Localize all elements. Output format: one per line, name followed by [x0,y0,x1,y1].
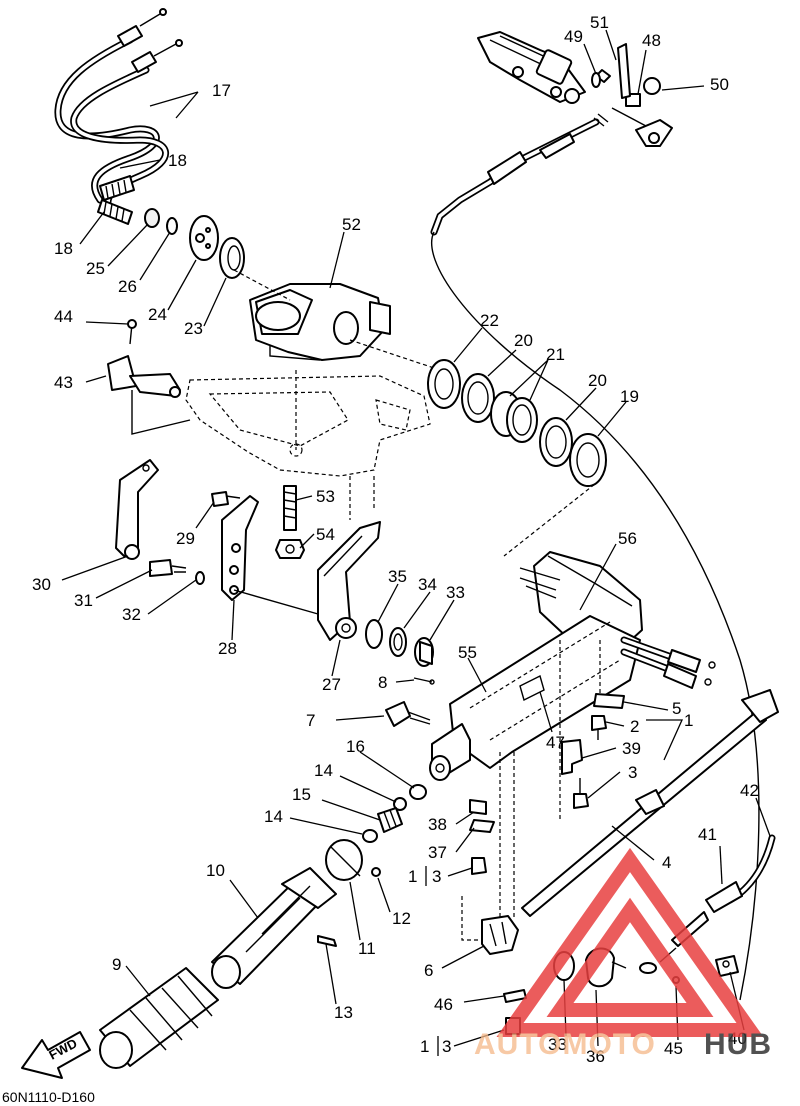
spring-stack-14-16 [362,784,427,843]
callout-18a: 18 [168,151,187,170]
throttle-shaft-4 [521,689,779,977]
callout-56: 56 [618,529,637,548]
callout-42: 42 [740,781,759,800]
watermark-text-left: AUTOMOTO [474,1028,656,1061]
callout-20b: 20 [588,371,607,390]
callout-1a: 1 [684,711,693,730]
fwd-arrow: FWD [21,1031,91,1079]
callout-12: 12 [392,909,411,928]
washers-33-35 [365,619,434,667]
bracket-52 [233,269,441,371]
callout-47: 47 [546,733,565,752]
callout-labels: 51 49 48 50 17 18 18 25 26 24 23 52 44 4… [32,13,759,1066]
callout-50: 50 [710,75,729,94]
callout-37: 37 [428,843,447,862]
callout-23: 23 [184,319,203,338]
tiller-arm-55-56 [429,551,716,920]
callout-27: 27 [322,675,341,694]
callout-33b: 33 [548,1035,567,1054]
callout-17: 17 [212,81,231,100]
callout-52: 52 [342,215,361,234]
callout-41: 41 [698,825,717,844]
leader-lines [61,29,771,1056]
washer-stack-19-22 [427,359,607,557]
callout-35: 35 [388,567,407,586]
small-hardware [385,677,625,809]
grip-assembly-9-13 [99,839,381,1069]
callout-38: 38 [428,815,447,834]
callout-45: 45 [664,1039,683,1058]
callout-51: 51 [590,13,609,32]
callout-46: 46 [434,995,453,1014]
callout-3c: 3 [442,1037,451,1056]
bracket-43-44 [107,319,191,435]
callout-19: 19 [620,387,639,406]
callout-48: 48 [642,31,661,50]
callout-29: 29 [176,529,195,548]
callout-28: 28 [218,639,237,658]
callout-32: 32 [122,605,141,624]
watermark: AUTOMOTO HUB [474,847,772,1061]
callout-49: 49 [564,27,583,46]
stud-53-nut-54 [275,476,375,559]
drawing-code: 60N1110-D160 [2,1089,95,1105]
callout-34: 34 [418,575,437,594]
callout-26: 26 [118,277,137,296]
callout-4: 4 [662,853,671,872]
callout-16: 16 [346,737,365,756]
callout-13: 13 [334,1003,353,1022]
callout-39: 39 [622,739,641,758]
link-arms-28-32 [115,459,319,615]
callout-3b: 3 [432,867,441,886]
callout-36: 36 [586,1047,605,1066]
callout-10: 10 [206,861,225,880]
lever-27 [317,521,381,641]
callout-18b: 18 [54,239,73,258]
callout-44: 44 [54,307,73,326]
callout-3a: 3 [628,763,637,782]
callout-22: 22 [480,311,499,330]
clamp-parts-6-46 [461,799,527,1035]
callout-8: 8 [378,673,387,692]
callout-7: 7 [306,711,315,730]
callout-54: 54 [316,525,335,544]
bushings-23-26 [144,208,245,279]
callout-55: 55 [458,643,477,662]
base-plate [185,370,431,477]
callout-1b: 1 [408,867,417,886]
callout-15: 15 [292,785,311,804]
callout-2: 2 [630,717,639,736]
callout-25: 25 [86,259,105,278]
callout-11: 11 [358,939,376,958]
watermark-text-right: HUB [704,1028,772,1061]
callout-14a: 14 [314,761,333,780]
callout-5: 5 [672,699,681,718]
callout-53: 53 [316,487,335,506]
callout-24: 24 [148,305,167,324]
callout-9: 9 [112,955,121,974]
throttle-cable [430,113,760,1001]
callout-43: 43 [54,373,73,392]
callout-33a: 33 [446,583,465,602]
callout-20a: 20 [514,331,533,350]
link-assembly-top [477,31,673,147]
callout-6: 6 [424,961,433,980]
callout-30: 30 [32,575,51,594]
callout-1c: 1 [420,1037,429,1056]
watermark-logo-icon [496,847,764,1037]
callout-31: 31 [74,591,93,610]
cable-set-17-18 [54,8,183,225]
callout-14b: 14 [264,807,283,826]
callout-21: 21 [546,345,565,364]
